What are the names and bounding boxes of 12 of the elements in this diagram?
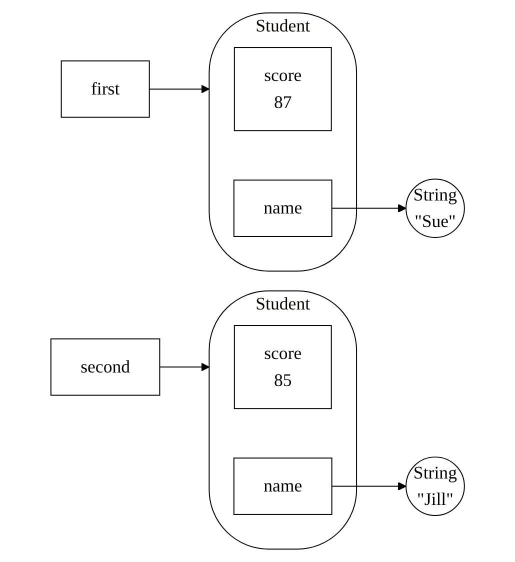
arrow [159, 362, 210, 372]
node-box: score 87 [234, 47, 332, 132]
node-circle: String "Sue" [405, 178, 465, 238]
node-box: first [60, 60, 150, 118]
node-box: second [50, 338, 160, 396]
arrow [331, 204, 406, 213]
node-box: name [233, 180, 332, 237]
arrow [331, 482, 406, 491]
node-circle: String "Jill" [405, 456, 465, 516]
arrow [148, 84, 210, 94]
node-box: name [233, 458, 332, 515]
node-box: score 85 [234, 325, 332, 410]
